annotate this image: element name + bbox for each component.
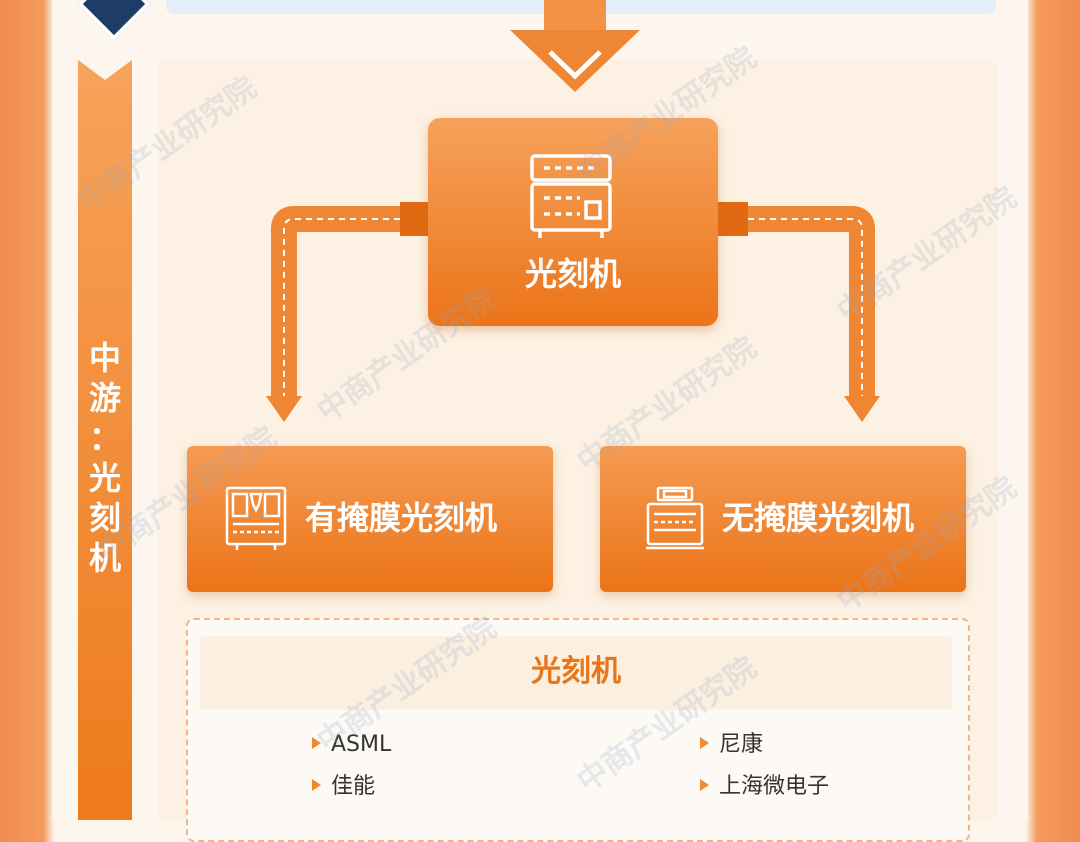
side-label-char: 机 — [88, 539, 121, 577]
connector-left — [266, 202, 432, 422]
lithography-machine-icon — [530, 154, 612, 238]
side-label: 中 游 ： 光 刻 机 — [78, 338, 132, 578]
company-name: 尼康 — [719, 732, 764, 757]
side-bar-notch — [78, 60, 132, 80]
mask-lithography-icon — [225, 486, 287, 550]
side-bar — [78, 60, 132, 820]
side-label-char: 游 — [88, 379, 121, 417]
company-item: 佳能 — [312, 772, 375, 802]
sub-node-maskless: 无掩膜光刻机 — [600, 446, 966, 592]
maskless-lithography-icon — [646, 486, 704, 550]
bullet-icon — [312, 737, 321, 749]
bullet-icon — [700, 779, 709, 791]
side-label-char: 光 — [88, 459, 121, 497]
main-node-label: 光刻机 — [524, 255, 621, 293]
company-name: 佳能 — [331, 774, 376, 799]
main-node — [428, 118, 718, 326]
sub-node-label: 有掩膜光刻机 — [305, 499, 498, 537]
company-name: 上海微电子 — [719, 774, 830, 799]
side-label-char: ： — [88, 419, 121, 457]
connector-right — [714, 202, 880, 422]
side-label-char: 刻 — [88, 499, 121, 537]
company-item: 尼康 — [700, 730, 763, 760]
company-item: 上海微电子 — [700, 772, 829, 802]
companies-header — [200, 636, 952, 710]
company-name: ASML — [331, 732, 392, 757]
companies-title: 光刻机 — [531, 654, 621, 689]
bullet-icon — [312, 779, 321, 791]
sub-node-mask: 有掩膜光刻机 — [187, 446, 553, 592]
side-label-char: 中 — [88, 339, 121, 377]
down-arrow-icon — [510, 0, 640, 92]
sub-node-label: 无掩膜光刻机 — [722, 499, 915, 537]
company-item: ASML — [312, 730, 391, 760]
bullet-icon — [700, 737, 709, 749]
